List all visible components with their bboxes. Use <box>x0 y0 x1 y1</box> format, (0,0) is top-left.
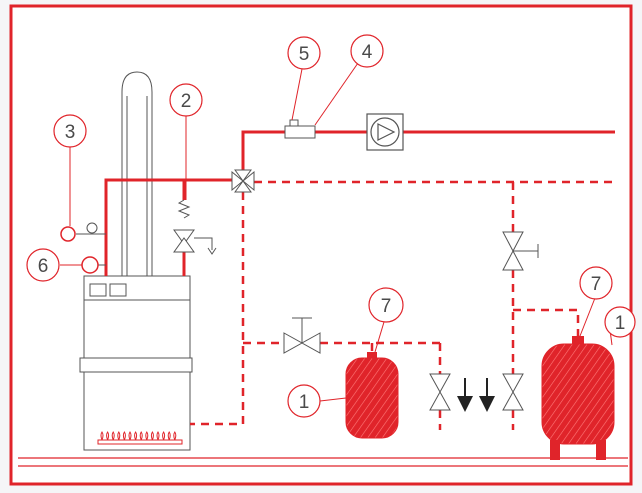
burner-flame <box>106 431 110 441</box>
floor <box>18 457 628 467</box>
burner-flame <box>134 431 138 441</box>
pump-icon <box>366 113 404 151</box>
expansion-vessel-small <box>345 352 399 439</box>
safety-valve-icon <box>173 199 217 255</box>
burner-flame <box>150 431 154 441</box>
callout-1-small-text: 1 <box>299 392 310 413</box>
burner-flame <box>173 431 177 441</box>
burner-flame <box>145 431 149 441</box>
callout-6-text: 6 <box>38 256 49 277</box>
callout-7-large: 7 <box>579 266 613 300</box>
callout-1-small: 1 <box>287 384 321 418</box>
burner <box>97 431 183 445</box>
callout-2-text: 2 <box>181 91 192 112</box>
sensor-icon <box>284 119 316 139</box>
burner-flame <box>139 431 143 441</box>
burner-flame <box>128 431 132 441</box>
callout-1-large-text: 1 <box>615 313 626 334</box>
callout-7-large-text: 7 <box>591 274 602 295</box>
burner-flame <box>122 431 126 441</box>
burner-flame <box>100 431 104 441</box>
callout-4: 4 <box>350 34 384 68</box>
callout-6: 6 <box>26 248 60 282</box>
callout-7-small-text: 7 <box>381 296 392 317</box>
burner-flame <box>167 431 171 441</box>
burner-flame <box>156 431 160 441</box>
burner-flame <box>117 431 121 441</box>
callout-1-large: 1 <box>604 306 636 338</box>
callout-2: 2 <box>169 83 203 117</box>
callout-5: 5 <box>287 36 321 70</box>
burner-flame <box>162 431 166 441</box>
supply-pipes <box>104 130 615 276</box>
chimney <box>121 71 153 276</box>
return-pipes <box>190 180 615 430</box>
three-way-valve-icon <box>231 169 255 193</box>
thermometer <box>60 222 106 242</box>
gate-valve-right-icon <box>502 231 539 271</box>
callout-7-small: 7 <box>368 287 404 323</box>
lower-valve-right-icon <box>502 373 524 411</box>
lower-valve-left-icon <box>429 373 451 411</box>
callout-4-text: 4 <box>362 42 373 63</box>
callout-3: 3 <box>53 114 87 148</box>
burner-flame <box>111 431 115 441</box>
flow-arrows <box>457 378 495 412</box>
callout-3-text: 3 <box>65 122 76 143</box>
gate-valve-icon <box>283 317 321 354</box>
expansion-vessel-large <box>541 336 615 460</box>
callout-5-text: 5 <box>299 44 310 65</box>
boiler <box>79 275 193 451</box>
